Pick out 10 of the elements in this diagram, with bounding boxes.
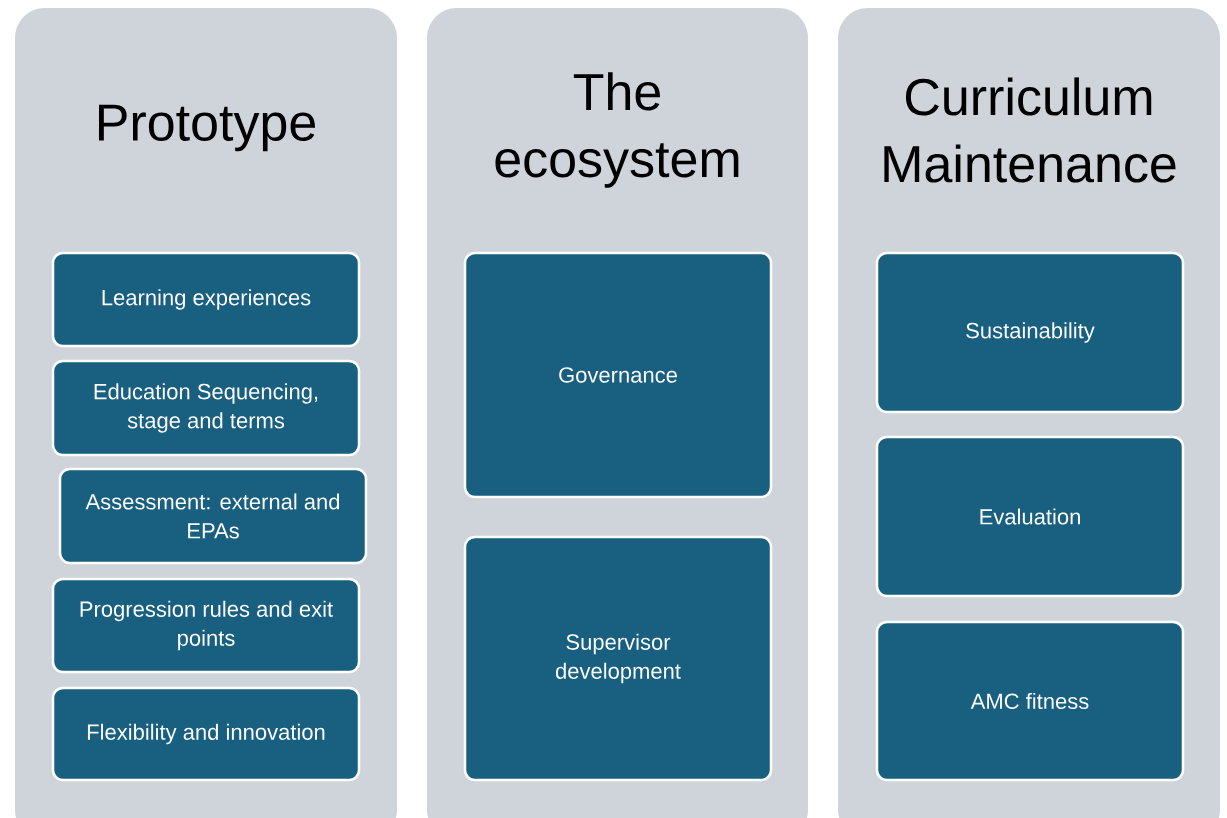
topic-box: Supervisor development [463,535,773,782]
topic-box: Education Sequencing, stage and terms [51,359,361,457]
topic-box: Flexibility and innovation [51,686,361,782]
topic-box: Progression rules and exit points [51,577,361,674]
topic-box: Evaluation [875,435,1185,598]
topic-box: Learning experiences [51,251,361,348]
topic-box: Governance [463,251,773,499]
topic-box: Sustainability [875,251,1185,414]
topic-box: Assessment: external and EPAs [58,467,368,565]
topic-box: AMC fitness [875,620,1185,782]
